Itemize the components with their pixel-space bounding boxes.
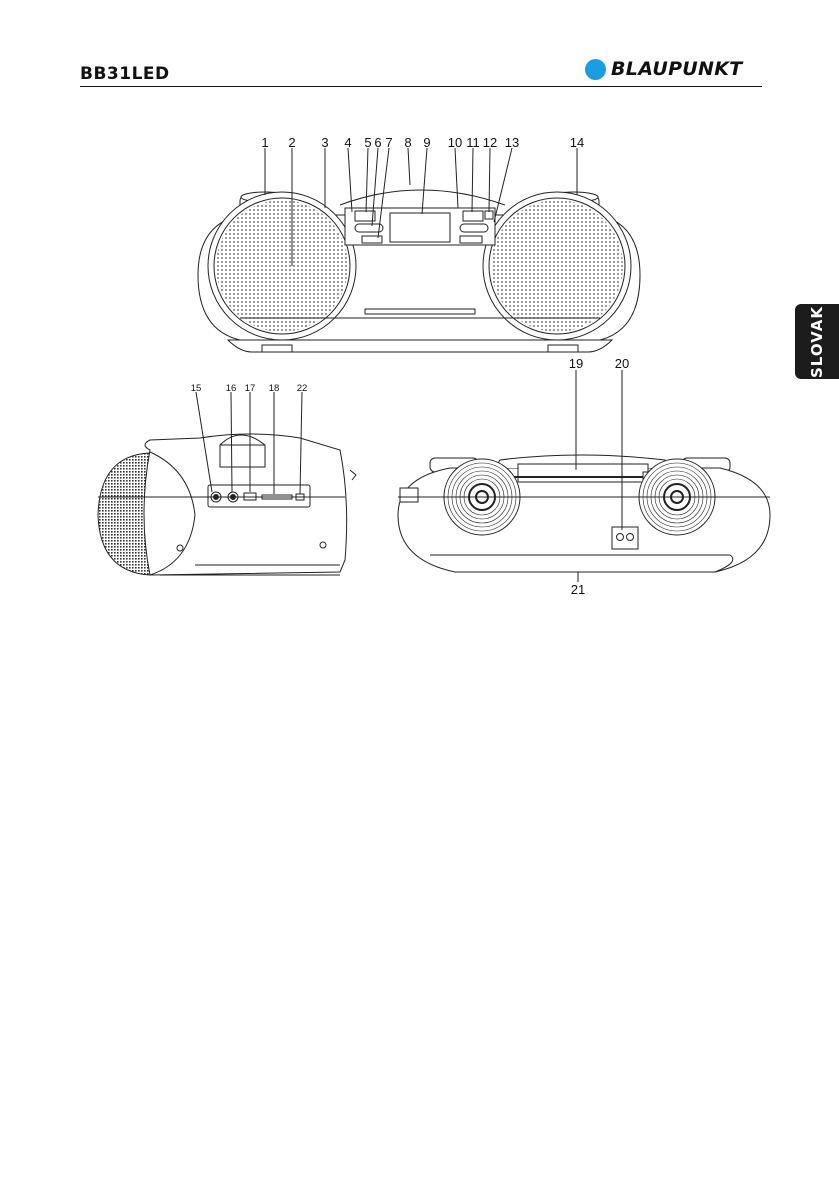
callout-14: 14 bbox=[570, 135, 584, 150]
callout-10: 10 bbox=[448, 135, 462, 150]
callout-7: 7 bbox=[385, 135, 392, 150]
callout-13: 13 bbox=[505, 135, 519, 150]
front-callout-labels: 1 2 3 4 5 6 7 8 9 10 11 12 13 14 bbox=[261, 135, 584, 150]
callout-21: 21 bbox=[571, 582, 585, 597]
callout-20: 20 bbox=[615, 356, 629, 371]
callout-17: 17 bbox=[245, 383, 256, 394]
callout-9: 9 bbox=[423, 135, 430, 150]
callout-19: 19 bbox=[569, 356, 583, 371]
callout-8: 8 bbox=[404, 135, 411, 150]
callout-5: 5 bbox=[364, 135, 371, 150]
callout-15: 15 bbox=[191, 383, 202, 394]
front-view bbox=[198, 148, 640, 352]
callout-3: 3 bbox=[321, 135, 328, 150]
callout-4: 4 bbox=[344, 135, 351, 150]
callout-11: 11 bbox=[466, 135, 480, 150]
callout-6: 6 bbox=[374, 135, 381, 150]
callout-2: 2 bbox=[288, 135, 295, 150]
callout-12: 12 bbox=[483, 135, 497, 150]
callout-22: 22 bbox=[297, 383, 308, 394]
callout-1: 1 bbox=[261, 135, 268, 150]
callout-18: 18 bbox=[269, 383, 280, 394]
side-view bbox=[98, 392, 356, 575]
back-view bbox=[398, 370, 770, 582]
callout-16: 16 bbox=[226, 383, 237, 394]
side-callout-labels: 15 16 17 18 22 bbox=[191, 383, 308, 394]
